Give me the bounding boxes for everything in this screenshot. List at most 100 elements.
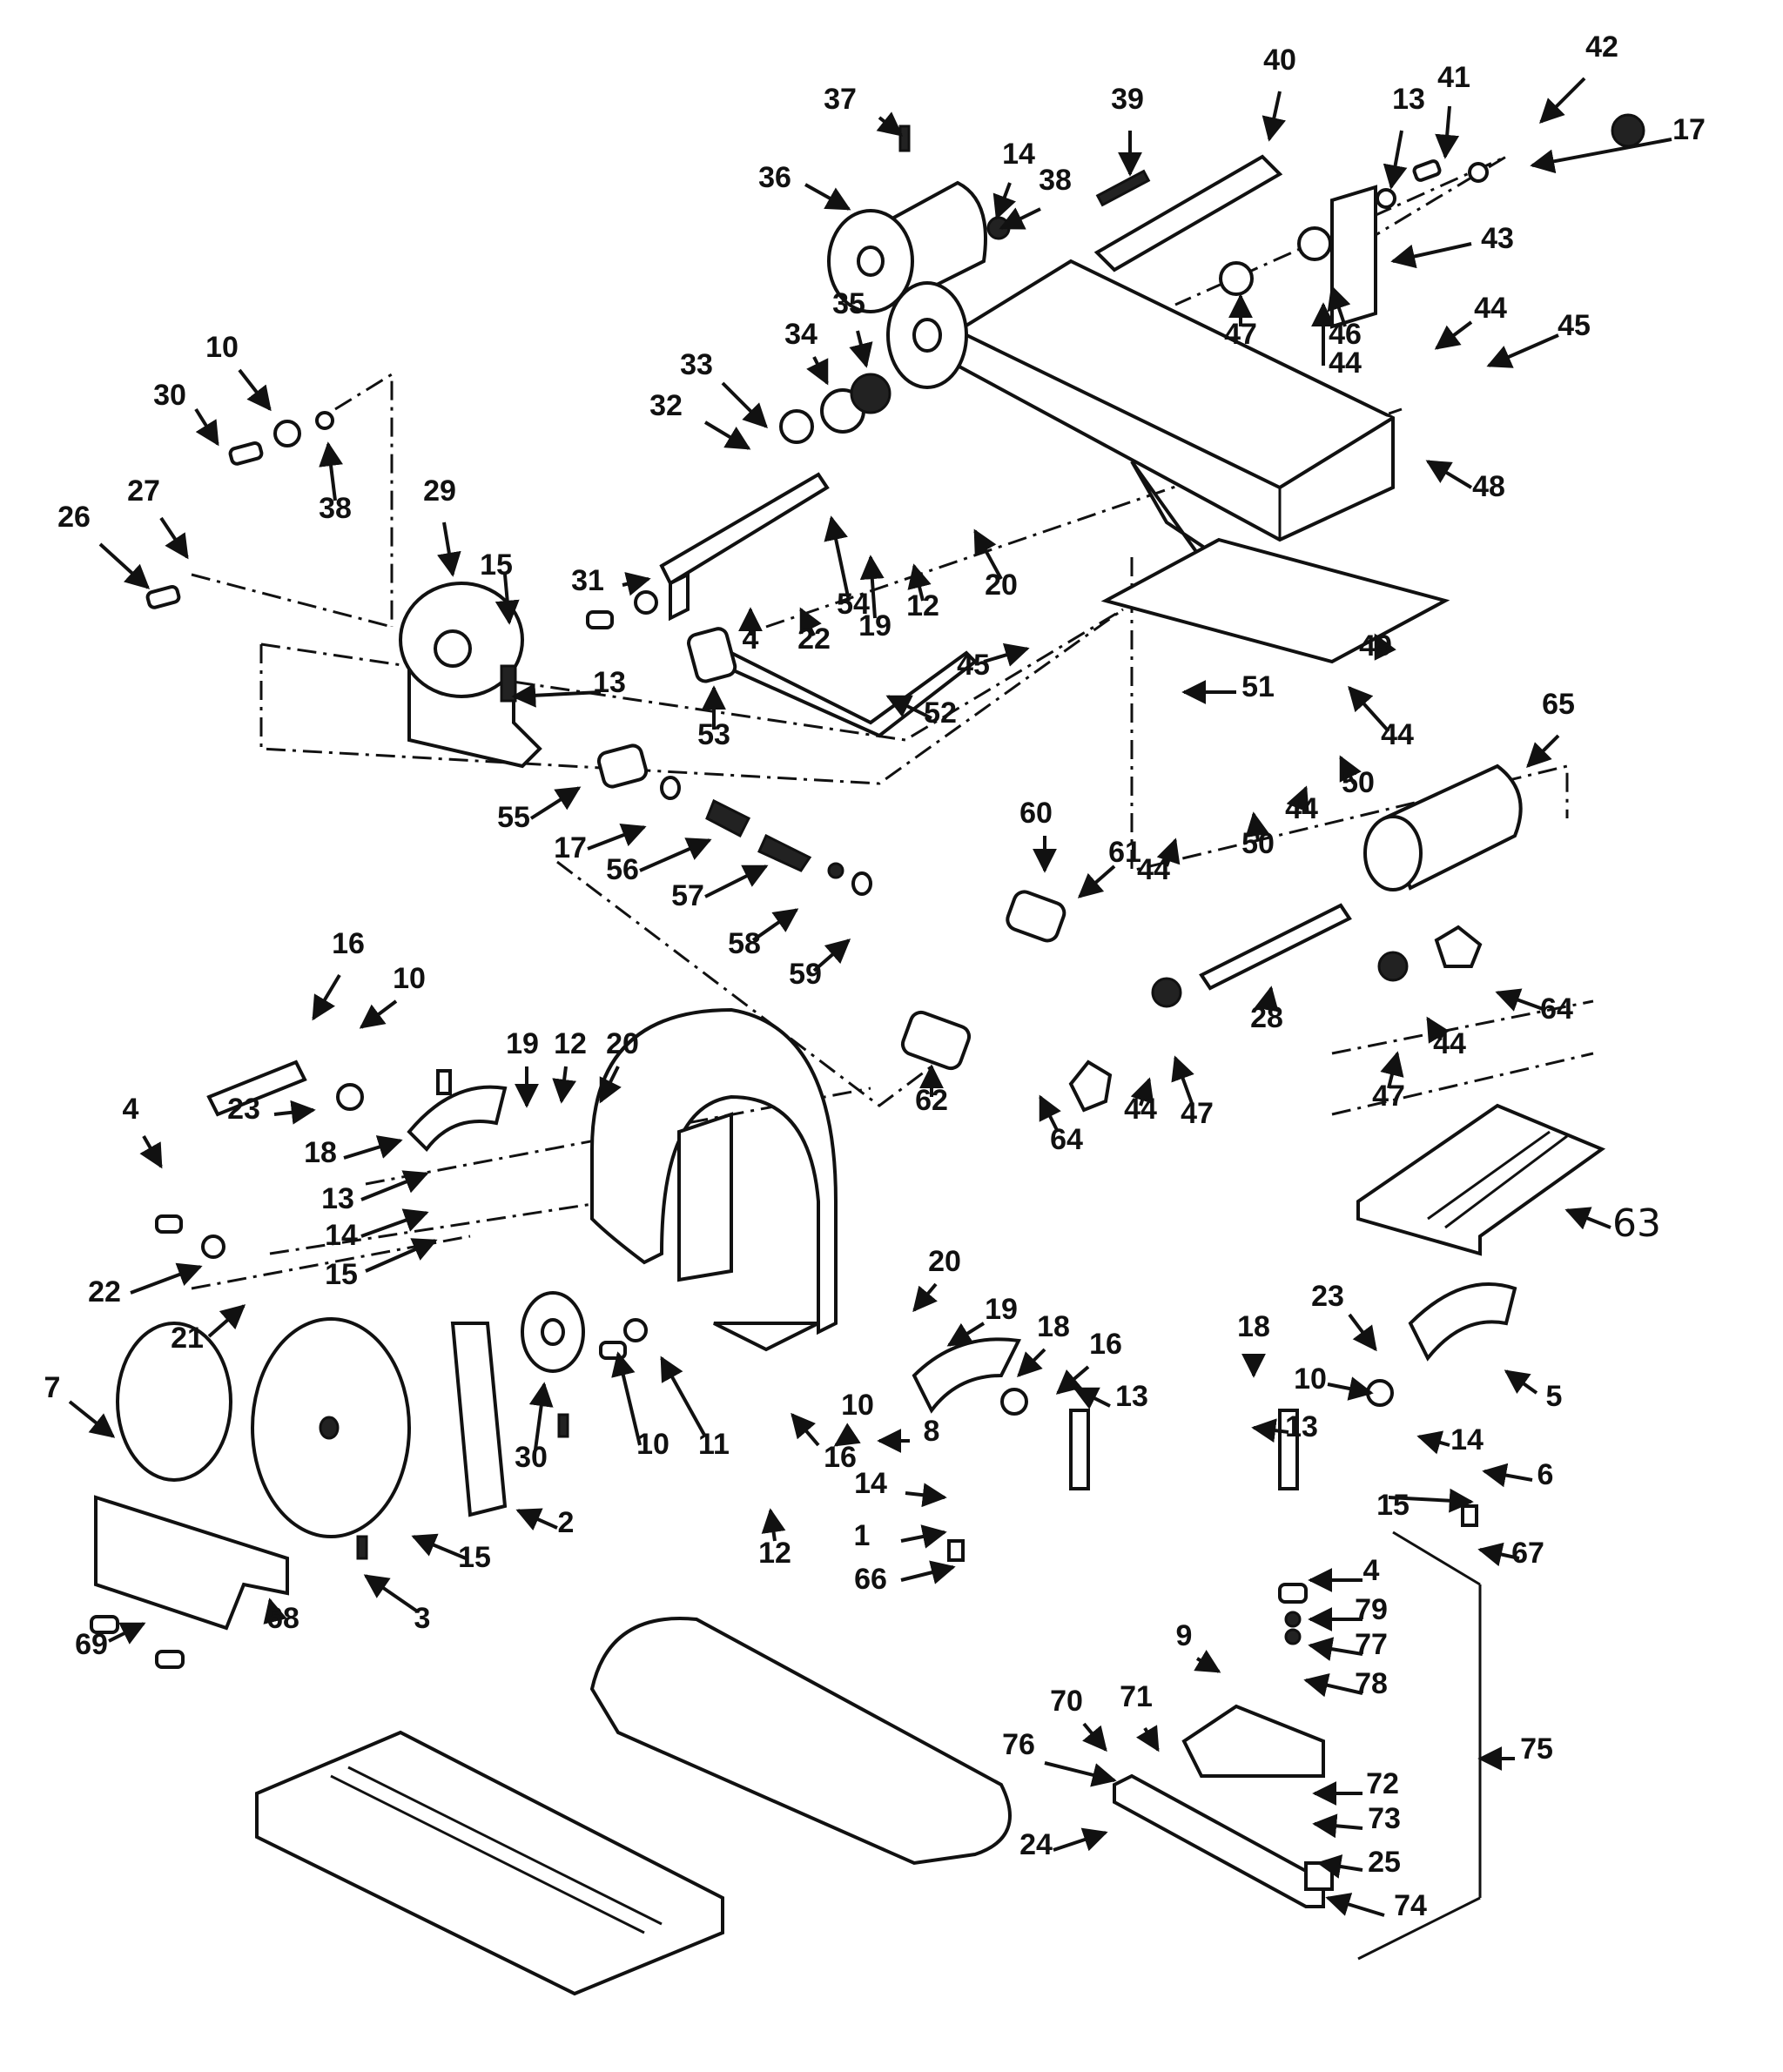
callout-arrow (343, 1135, 403, 1160)
callout-30: 30 (153, 379, 219, 447)
callout-number: 60 (1019, 797, 1053, 830)
callout-number: 12 (758, 1537, 791, 1570)
disc-guard-11 (590, 1007, 838, 1352)
callout-number: 24 (1019, 1828, 1053, 1861)
callout-number: 43 (1481, 222, 1514, 255)
callout-number: 51 (1241, 670, 1275, 703)
callout-76: 76 (1002, 1728, 1117, 1787)
callout-6: 6 (1482, 1458, 1553, 1491)
callout-arrow (999, 207, 1041, 230)
callout-number: 76 (1002, 1728, 1035, 1761)
callout-23: 23 (227, 1093, 316, 1126)
callout-number: 19 (858, 609, 892, 642)
callout-13: 13 (1251, 1410, 1318, 1443)
callout-number: 75 (1520, 1732, 1553, 1766)
callout-number: 10 (1294, 1362, 1327, 1396)
callout-44: 44 (1285, 785, 1318, 825)
callout-arrow (359, 999, 398, 1029)
callout-54: 54 (824, 515, 870, 621)
platen-31 (659, 472, 830, 622)
callout-24: 24 (1019, 1827, 1108, 1861)
idler-bracket-29 (399, 582, 542, 769)
callout-number: 30 (515, 1441, 548, 1474)
callout-number: 23 (227, 1093, 260, 1126)
callout-71: 71 (1120, 1680, 1160, 1752)
work-table-24 (255, 1730, 724, 1996)
callout-arrow (1316, 1854, 1363, 1879)
callout-49: 49 (1359, 629, 1396, 663)
callout-number: 37 (824, 83, 857, 116)
callout-3: 3 (363, 1574, 430, 1635)
callout-number: 62 (915, 1084, 948, 1117)
callout-number: 10 (636, 1428, 669, 1461)
callout-14: 14 (854, 1467, 947, 1508)
callout-41: 41 (1435, 61, 1470, 159)
callout-62: 62 (915, 1064, 948, 1117)
callout-21: 21 (171, 1304, 246, 1355)
callout-number: 19 (506, 1027, 539, 1060)
sanding-belt-25 (589, 1617, 1012, 1866)
callout-arrow (263, 1598, 287, 1625)
callout-29: 29 (423, 474, 461, 577)
callout-10: 10 (205, 331, 272, 412)
callout-arrow (900, 1524, 947, 1549)
callout-number: 69 (75, 1628, 108, 1661)
callout-number: 20 (985, 568, 1018, 602)
callout-12: 12 (758, 1508, 791, 1570)
callout-arrow (1156, 838, 1181, 867)
callout-4: 4 (738, 607, 763, 656)
callout-arrow (1339, 755, 1362, 784)
callout-13: 13 (1073, 1380, 1148, 1413)
callout-44: 44 (1137, 838, 1181, 886)
callout-number: 59 (789, 958, 822, 991)
callout-arrow (1130, 1077, 1154, 1107)
callout-arrow (1136, 1725, 1160, 1752)
callout-arrow (611, 1351, 642, 1446)
callout-number: 17 (554, 831, 587, 864)
callout-10: 10 (833, 1389, 874, 1447)
callout-arrow (1348, 1313, 1377, 1352)
table-supports (206, 1060, 1517, 1490)
callout-57: 57 (671, 864, 769, 912)
callout-number: 66 (854, 1563, 887, 1596)
callout-23: 23 (1311, 1280, 1377, 1352)
callout-arrow (1434, 320, 1473, 350)
callout-47: 47 (1171, 1055, 1214, 1130)
callout-16: 16 (791, 1412, 857, 1474)
callout-16: 16 (312, 927, 365, 1021)
callout-number: 50 (1241, 827, 1275, 860)
callout-45: 45 (1486, 309, 1591, 368)
callout-arrow (1073, 1387, 1111, 1409)
callout-number: 77 (1355, 1628, 1388, 1661)
callout-72: 72 (1312, 1767, 1399, 1806)
callout-arrow (599, 1066, 622, 1104)
callout-arrow (799, 607, 822, 636)
callout-number: 15 (325, 1258, 358, 1291)
callout-arrow (273, 1100, 316, 1125)
callout-number: 44 (1381, 718, 1414, 751)
callout-53: 53 (697, 685, 730, 751)
callout-arrow (1055, 1365, 1090, 1395)
callout-number: 44 (1137, 853, 1170, 886)
callout-arrow (1082, 1722, 1107, 1752)
callout-number: 52 (924, 696, 957, 730)
callout-2: 2 (515, 1506, 575, 1539)
callout-arrow (885, 695, 932, 720)
fasteners (90, 113, 1645, 1669)
callout-number: 13 (1115, 1380, 1148, 1413)
callout-arrow (1374, 633, 1396, 661)
callout-arrow (622, 572, 651, 596)
alignment-lines (191, 155, 1594, 1290)
callout-number: 18 (1237, 1310, 1270, 1343)
callout-arrow (319, 441, 343, 501)
callout-number: 14 (854, 1467, 887, 1500)
callout-arrow (1435, 105, 1460, 159)
callout-number: 33 (680, 348, 713, 381)
callout-number: 34 (784, 318, 817, 351)
callout-number: 2 (558, 1506, 575, 1539)
callout-arrow (1530, 138, 1672, 174)
callout-arrow (1251, 1418, 1289, 1443)
callout-15: 15 (325, 1238, 438, 1291)
callout-number: 9 (1176, 1619, 1193, 1652)
